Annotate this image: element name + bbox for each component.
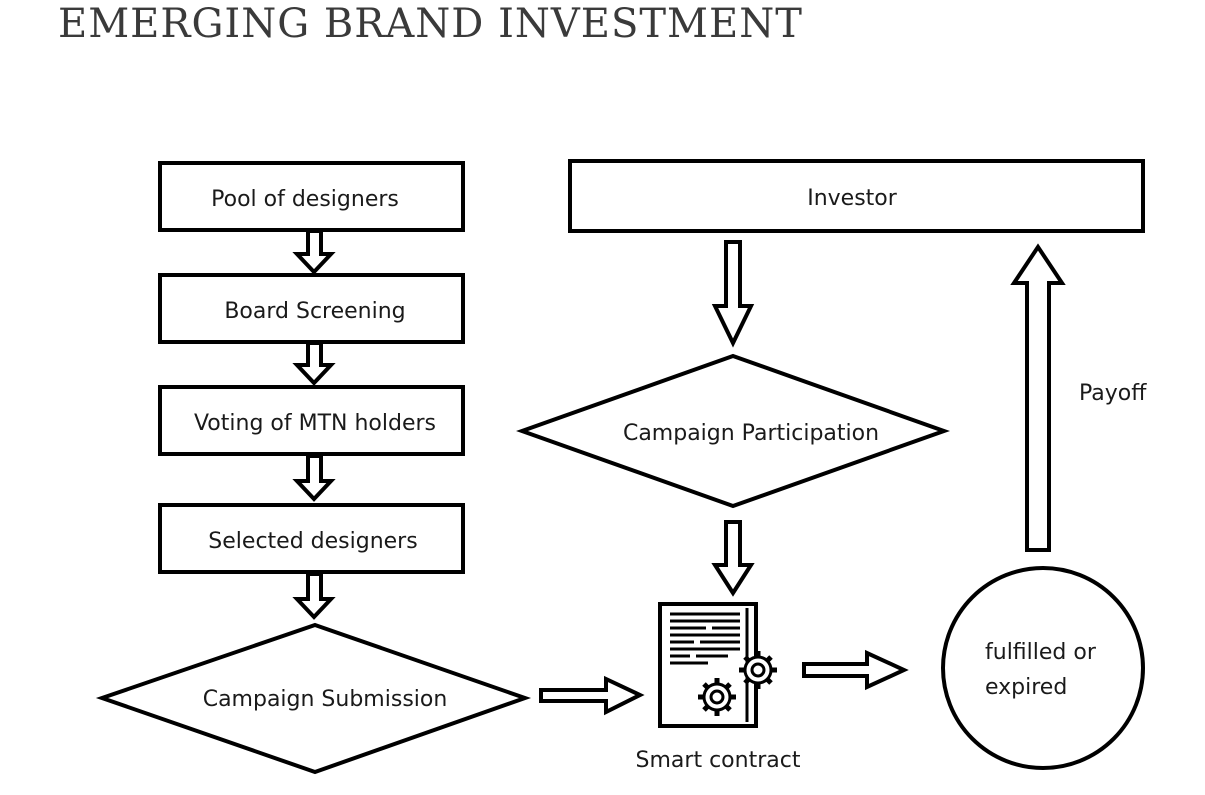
campaign-submission-label: Campaign Submission [203,687,448,712]
voting-box [158,385,465,456]
campaign-participation-diamond [516,353,950,509]
gear-icon [698,678,736,716]
arrow-participation-to-contract [711,520,755,597]
investor-label: Investor [807,186,898,211]
voting-label: Voting of MTN holders [194,411,436,436]
diagram-title: EMERGING BRAND INVESTMENT [58,1,803,47]
board-screening-label: Board Screening [224,299,405,324]
arrow-pool-to-board [292,229,336,275]
payoff-label: Payoff [1079,381,1147,406]
selected-designers-label: Selected designers [208,529,417,554]
arrow-selected-to-submission [292,572,336,620]
board-screening-box [158,273,465,344]
smart-contract-label: Smart contract [636,748,801,773]
arrow-board-to-voting [292,341,336,386]
campaign-submission-diamond [95,622,532,775]
investor-box [568,159,1145,233]
arrow-voting-to-selected [292,454,336,502]
outcome-circle [941,566,1145,770]
payoff-arrow [1010,243,1066,552]
campaign-participation-label: Campaign Participation [623,421,879,446]
smart-contract-icon [658,602,777,728]
arrow-investor-to-participation [711,240,755,348]
outcome-label-line1: fulfilled or [985,640,1097,665]
pool-of-designers-box [158,161,465,232]
pool-of-designers-label: Pool of designers [211,187,399,212]
arrow-submission-to-contract [539,675,645,716]
gear-icon [739,651,777,689]
outcome-label-line2: expired [985,675,1067,700]
arrow-contract-to-outcome [802,649,909,691]
